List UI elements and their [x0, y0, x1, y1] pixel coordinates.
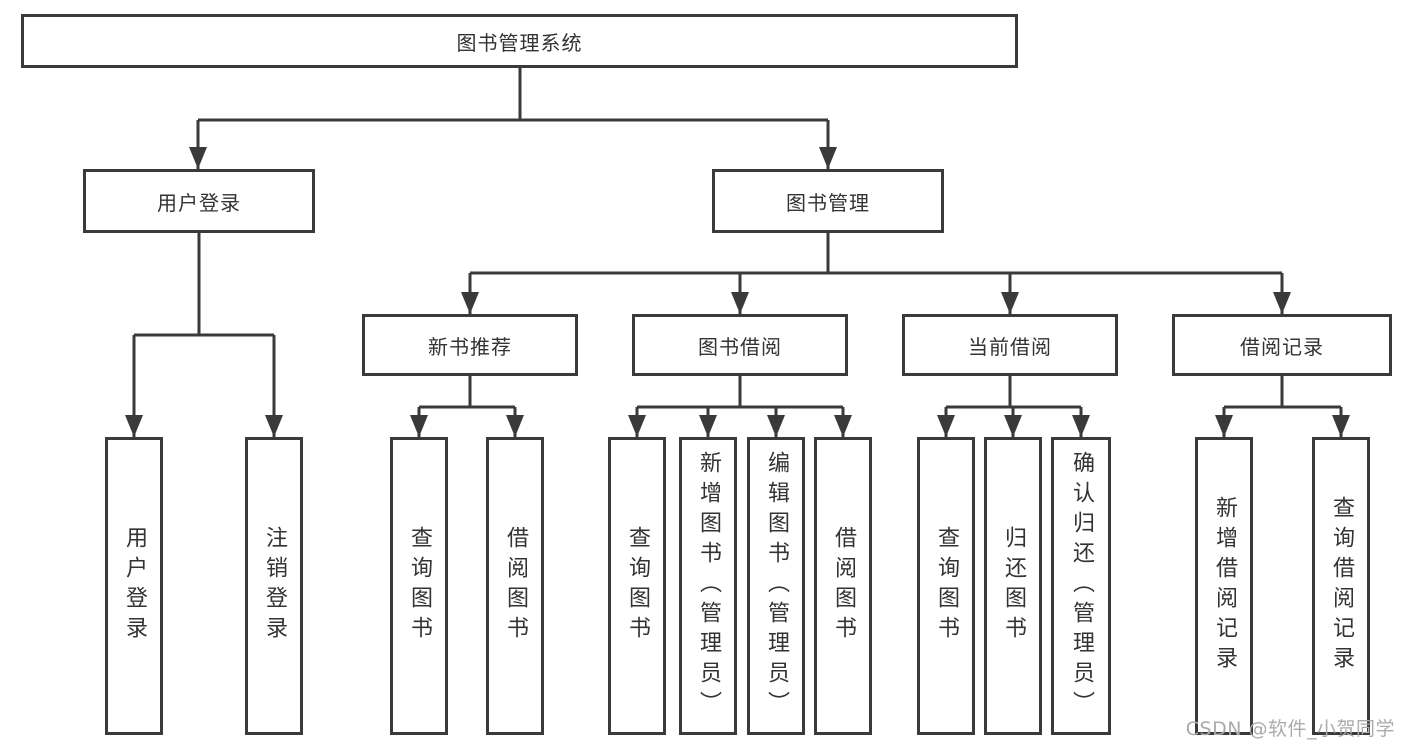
leaf-query-books-2-label: 查询图书 [625, 526, 650, 646]
leaf-query-books-1-label: 查询图书 [407, 526, 432, 646]
leaf-query-books-3-label: 查询图书 [934, 526, 959, 646]
leaf-add-books-admin-label: 新增图书（管理员） [696, 451, 721, 721]
leaf-add-borrow-record: 新增借阅记录 [1195, 437, 1253, 735]
node-borrowing-records-label: 借阅记录 [1240, 334, 1324, 359]
csdn-watermark: CSDN @软件_小贺同学 [1185, 718, 1395, 740]
leaf-query-borrow-record: 查询借阅记录 [1312, 437, 1370, 735]
node-borrowing-records: 借阅记录 [1172, 314, 1392, 376]
node-root-label: 图书管理系统 [456, 30, 583, 55]
leaf-user-login-label: 用户登录 [122, 526, 147, 646]
leaf-return-books: 归还图书 [984, 437, 1042, 735]
leaf-borrow-books-2-label: 借阅图书 [831, 526, 856, 646]
leaf-return-books-label: 归还图书 [1001, 526, 1026, 646]
node-current-borrowing: 当前借阅 [902, 314, 1118, 376]
leaf-query-books-2: 查询图书 [608, 437, 666, 735]
node-book-borrowing: 图书借阅 [632, 314, 848, 376]
leaf-logout-label: 注销登录 [262, 526, 287, 646]
leaf-borrow-books-1-label: 借阅图书 [503, 526, 528, 646]
node-book-management-label: 图书管理 [786, 190, 870, 215]
node-root: 图书管理系统 [21, 14, 1018, 68]
node-new-book-recommend-label: 新书推荐 [428, 334, 512, 359]
node-user-login-label: 用户登录 [157, 190, 241, 215]
leaf-add-borrow-record-label: 新增借阅记录 [1212, 496, 1237, 676]
node-current-borrowing-label: 当前借阅 [968, 334, 1052, 359]
leaf-edit-books-admin-label: 编辑图书（管理员） [764, 451, 789, 721]
leaf-borrow-books-1: 借阅图书 [486, 437, 544, 735]
leaf-user-login: 用户登录 [105, 437, 163, 735]
leaf-confirm-return-admin-label: 确认归还（管理员） [1069, 451, 1094, 721]
leaf-confirm-return-admin: 确认归还（管理员） [1051, 437, 1111, 735]
node-book-borrowing-label: 图书借阅 [698, 334, 782, 359]
leaf-borrow-books-2: 借阅图书 [814, 437, 872, 735]
leaf-query-borrow-record-label: 查询借阅记录 [1329, 496, 1354, 676]
node-book-management: 图书管理 [712, 169, 944, 233]
leaf-query-books-3: 查询图书 [917, 437, 975, 735]
leaf-logout: 注销登录 [245, 437, 303, 735]
node-new-book-recommend: 新书推荐 [362, 314, 578, 376]
leaf-edit-books-admin: 编辑图书（管理员） [747, 437, 805, 735]
leaf-query-books-1: 查询图书 [390, 437, 448, 735]
node-user-login: 用户登录 [83, 169, 315, 233]
leaf-add-books-admin: 新增图书（管理员） [679, 437, 737, 735]
